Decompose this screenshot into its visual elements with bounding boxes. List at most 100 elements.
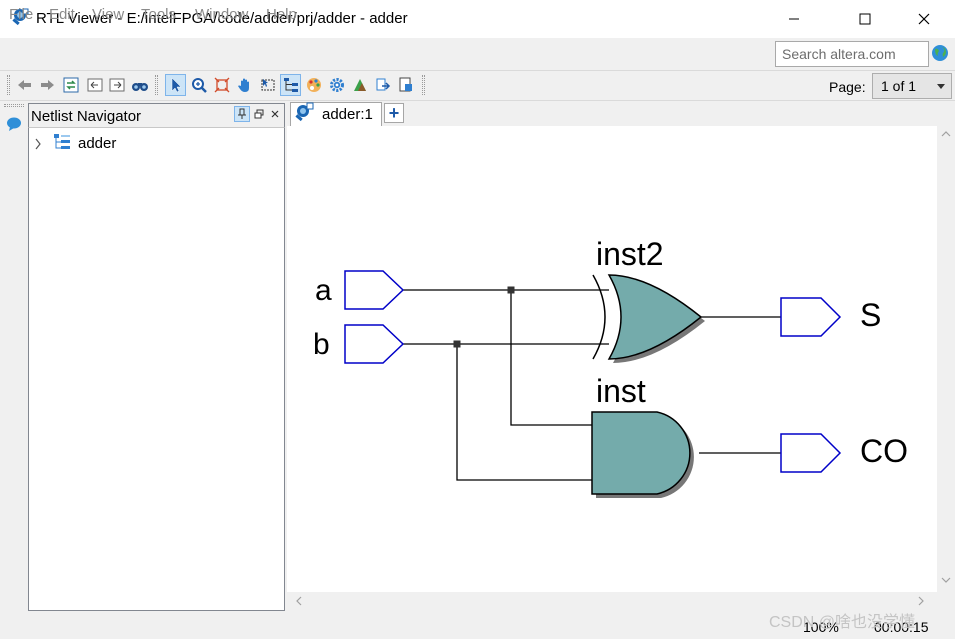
select-pointer-button[interactable]	[165, 74, 186, 96]
output-port-s[interactable]	[780, 297, 842, 337]
input-label-a: a	[315, 274, 332, 307]
maximize-icon	[859, 13, 871, 25]
pan-hand-button[interactable]	[234, 74, 255, 96]
elapsed-time: 00:00:15	[874, 619, 929, 635]
close-icon	[271, 110, 279, 118]
hierarchy-icon	[283, 78, 298, 92]
gate-label-inst: inst	[596, 373, 646, 409]
output-port-co[interactable]	[780, 433, 842, 473]
output-label-co: CO	[860, 433, 908, 469]
collapse-left-icon	[87, 78, 102, 92]
filter-button[interactable]	[349, 74, 370, 96]
export-button[interactable]	[372, 74, 393, 96]
collapse-right-button[interactable]	[106, 74, 127, 96]
xor-gate-inst2[interactable]	[592, 274, 703, 360]
scroll-up-icon[interactable]	[941, 131, 951, 137]
menu-file[interactable]: File	[9, 6, 34, 23]
output-label-s: S	[860, 297, 881, 333]
scroll-right-icon[interactable]	[918, 596, 924, 606]
wire-b-to-and	[456, 344, 592, 481]
left-dock-strip	[0, 101, 27, 611]
toolbar-grip[interactable]	[7, 75, 10, 95]
float-button[interactable]	[251, 106, 267, 122]
select-pointer-icon	[171, 77, 182, 93]
window-title: RTL Viewer - E:/intelFPGA/code/adder/prj…	[36, 10, 408, 27]
zoom-icon	[191, 78, 207, 93]
junction-a	[507, 286, 515, 294]
back-icon	[17, 80, 31, 90]
zoom-level: 100%	[803, 619, 839, 635]
chevron-right-icon	[35, 138, 41, 150]
schematic-canvas[interactable]: a b inst2 inst S CO	[287, 126, 937, 592]
menu-window[interactable]: Window	[195, 6, 249, 23]
menu-view[interactable]: View	[92, 6, 125, 23]
tree-expand-toggle[interactable]	[34, 137, 42, 153]
color-palette-icon	[306, 78, 321, 92]
settings-gear-button[interactable]	[326, 74, 347, 96]
page-setup-icon	[399, 77, 412, 92]
tab-label: adder:1	[322, 106, 373, 123]
color-palette-button[interactable]	[303, 74, 324, 96]
area-select-icon	[261, 79, 274, 91]
collapse-left-button[interactable]	[84, 74, 105, 96]
add-tab-button[interactable]: +	[384, 103, 404, 123]
tree-item-adder[interactable]: adder	[78, 135, 117, 152]
input-port-b[interactable]	[344, 324, 405, 364]
menu-edit[interactable]: Edit	[49, 6, 75, 23]
status-bar	[0, 612, 955, 639]
globe-icon[interactable]	[931, 44, 949, 62]
forward-button[interactable]	[36, 74, 57, 96]
dock-grip[interactable]	[4, 104, 24, 107]
refresh-button[interactable]	[60, 74, 81, 96]
fit-button[interactable]	[211, 74, 232, 96]
back-button[interactable]	[14, 74, 35, 96]
pin-button[interactable]	[234, 106, 250, 122]
rtl-viewer-app-icon	[9, 7, 31, 29]
pan-hand-icon	[237, 78, 249, 92]
filter-icon	[353, 79, 366, 91]
gate-label-inst2: inst2	[596, 236, 664, 272]
close-button[interactable]	[901, 0, 947, 38]
hierarchy-button[interactable]	[280, 74, 301, 96]
input-port-a[interactable]	[344, 270, 405, 310]
close-icon	[918, 13, 930, 25]
chevron-down-icon	[937, 84, 945, 89]
page-setup-button[interactable]	[395, 74, 416, 96]
menu-tools[interactable]: Tools	[141, 6, 177, 23]
chat-bubble-icon[interactable]	[6, 116, 22, 132]
menu-help[interactable]: Help	[266, 6, 297, 23]
fit-icon	[214, 77, 229, 93]
find-button[interactable]	[129, 74, 150, 96]
scroll-left-icon[interactable]	[296, 596, 302, 606]
minimize-icon	[789, 18, 799, 20]
area-select-button[interactable]	[257, 74, 278, 96]
and-gate-inst[interactable]	[591, 411, 691, 495]
toolbar-separator	[422, 75, 425, 95]
horizontal-scrollbar[interactable]	[287, 592, 937, 611]
find-icon	[131, 83, 148, 91]
vertical-scrollbar[interactable]	[937, 126, 955, 592]
minimize-button[interactable]	[771, 0, 817, 38]
netlist-navigator-title: Netlist Navigator	[31, 108, 142, 125]
page-label: Page:	[829, 79, 866, 95]
schematic-drawing: a b inst2 inst S CO	[313, 236, 908, 495]
rtl-viewer-tab-icon	[293, 102, 315, 127]
scroll-down-icon[interactable]	[941, 577, 951, 583]
input-label-b: b	[313, 328, 330, 361]
page-select-value: 1 of 1	[881, 78, 917, 94]
settings-gear-icon	[329, 78, 344, 92]
forward-icon	[40, 80, 54, 90]
search-input[interactable]	[775, 41, 929, 67]
watermark: CSDN @啥也没学懂	[769, 614, 916, 631]
wires	[403, 289, 781, 481]
toolbar-separator	[155, 75, 158, 95]
maximize-button[interactable]	[842, 0, 888, 38]
netlist-navigator-panel	[28, 103, 285, 611]
pin-icon	[238, 108, 246, 119]
page-select[interactable]: 1 of 1	[872, 73, 952, 99]
panel-close-button[interactable]	[268, 106, 282, 122]
export-icon	[376, 78, 390, 91]
refresh-icon	[63, 77, 78, 93]
plus-icon: +	[388, 103, 400, 123]
zoom-button[interactable]	[188, 74, 209, 96]
